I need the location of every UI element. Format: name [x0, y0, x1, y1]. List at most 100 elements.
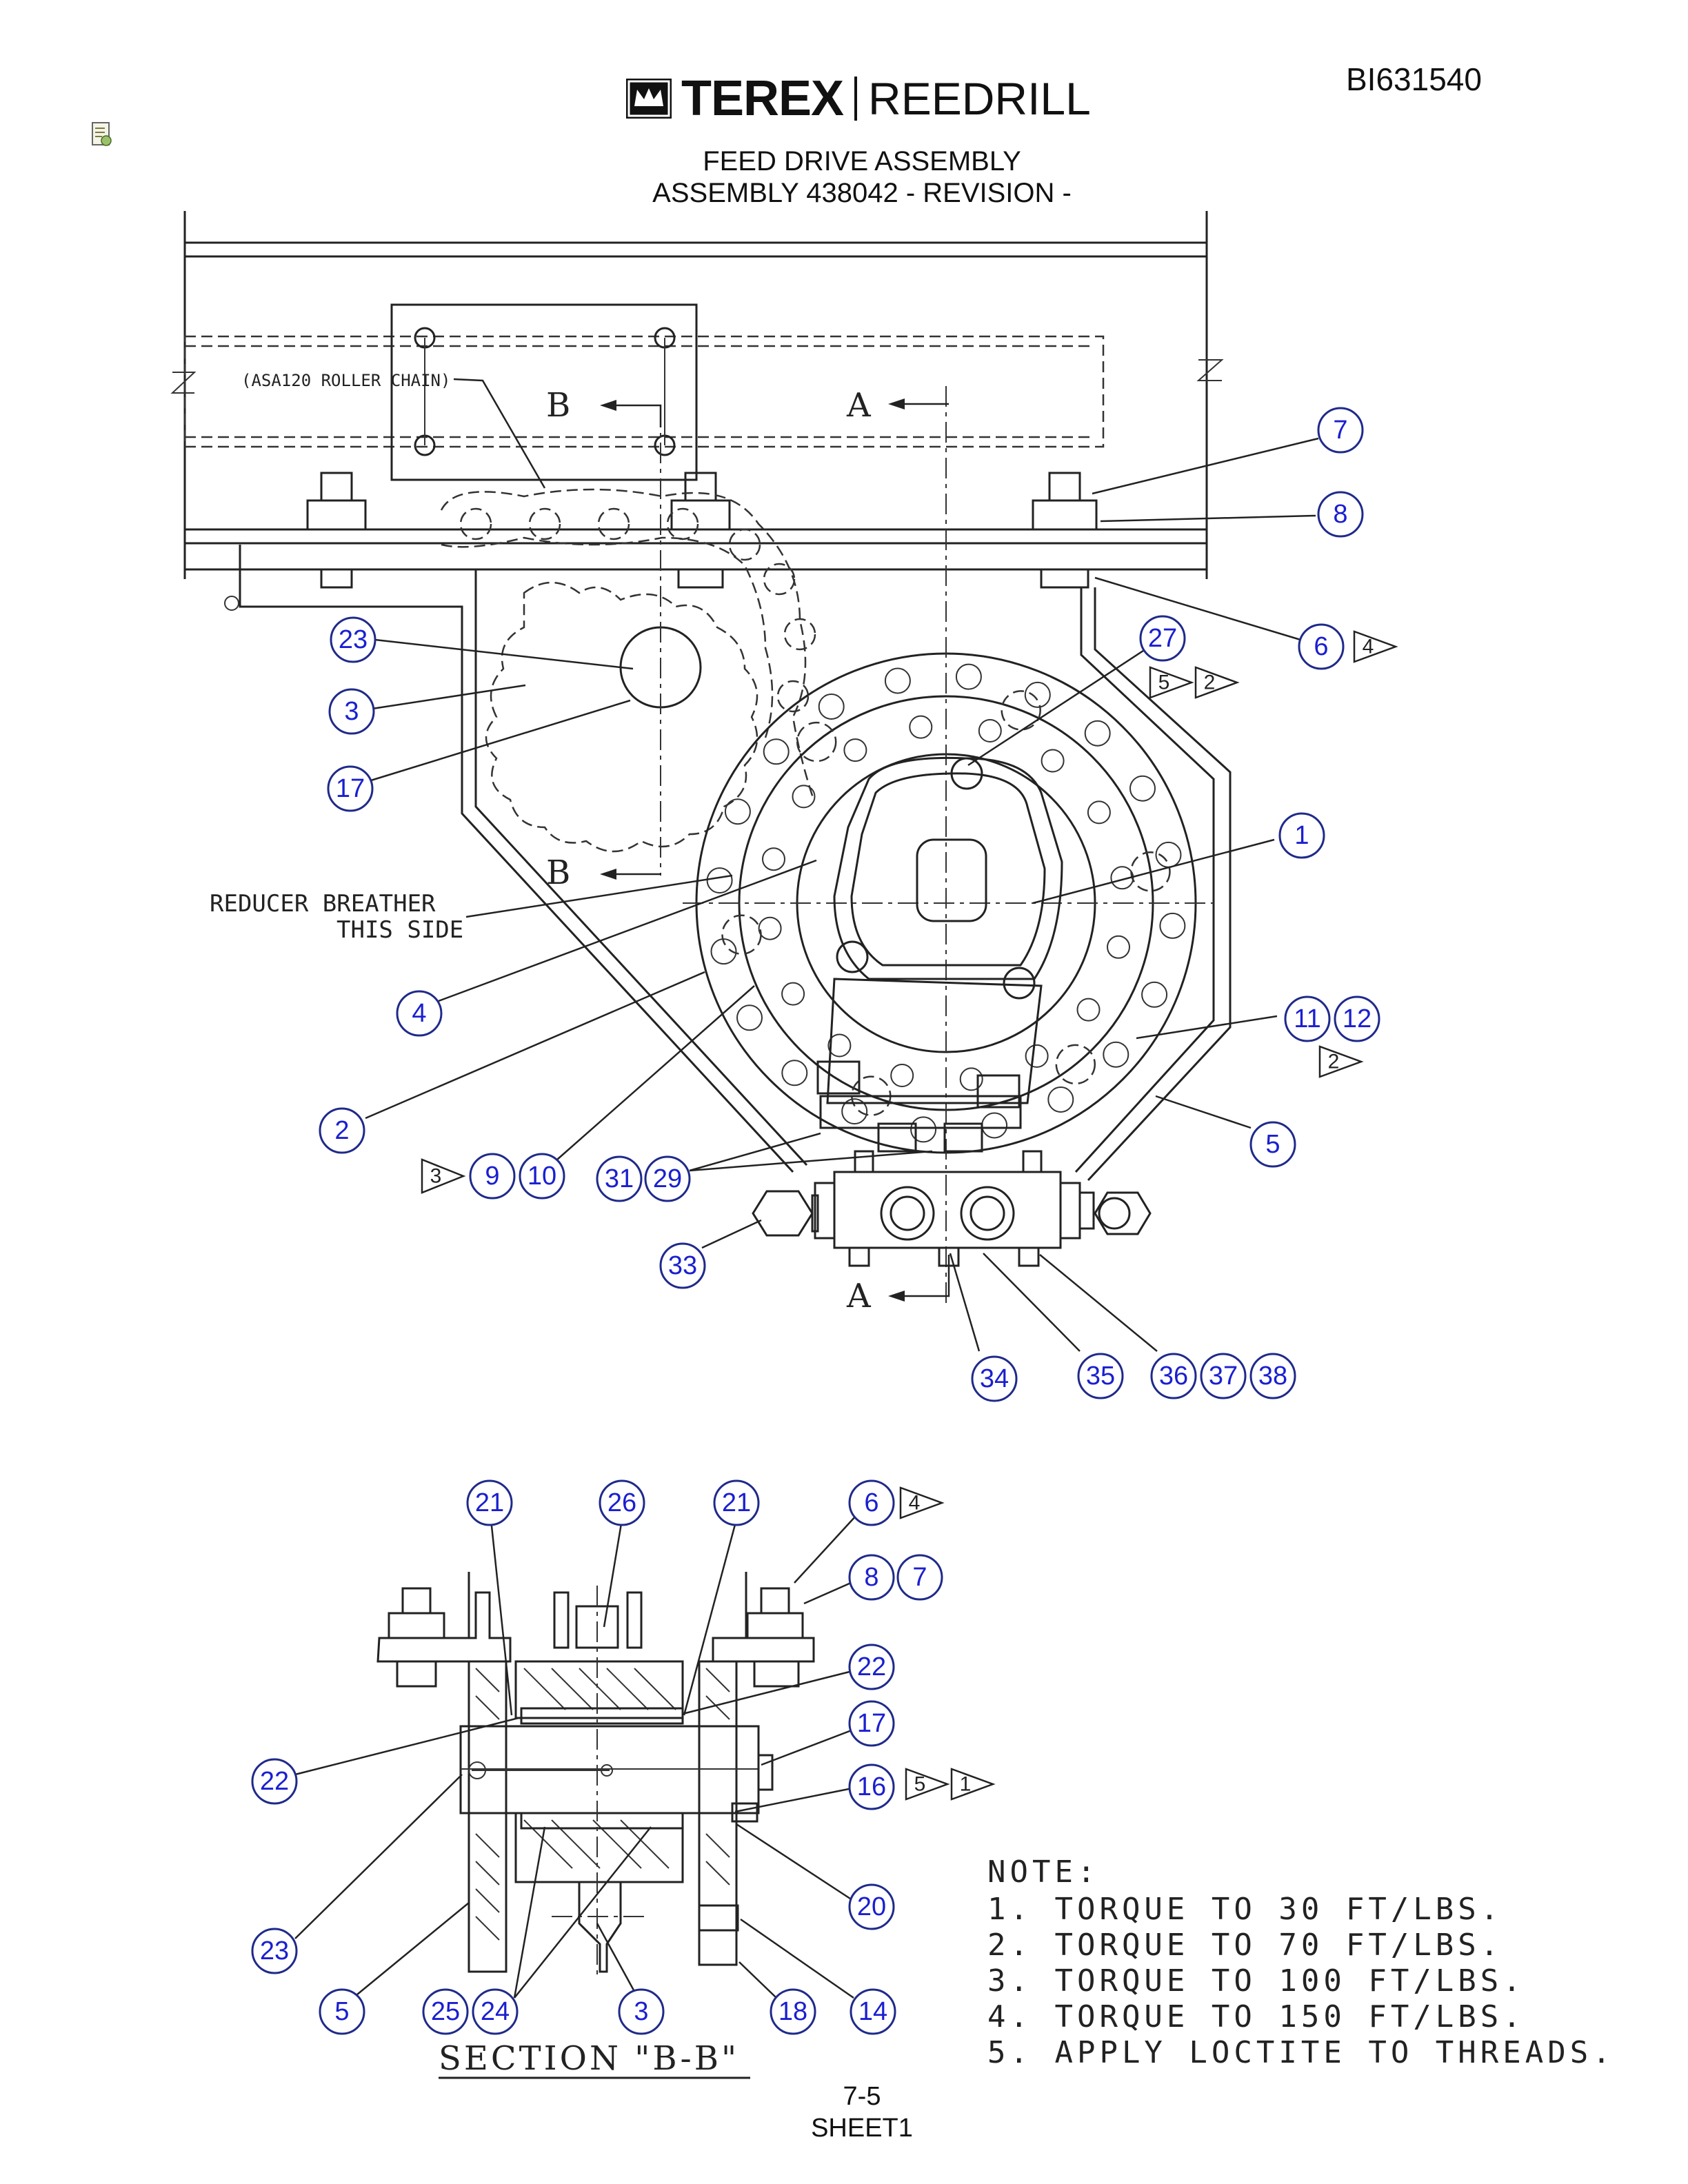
bolt-hole — [1130, 851, 1171, 892]
bolt-hole — [1110, 866, 1134, 890]
item-balloon[interactable]: 3 — [328, 688, 375, 735]
svg-text:4: 4 — [412, 999, 426, 1028]
item-balloon[interactable]: 27 — [1139, 615, 1186, 662]
item-balloon[interactable]: 23 — [251, 1928, 298, 1974]
bolt-hole — [796, 721, 837, 762]
item-balloon[interactable]: 6 — [848, 1479, 895, 1526]
sheet-label: SHEET1 — [811, 2114, 913, 2143]
item-balloon[interactable]: 34 — [971, 1355, 1018, 1402]
svg-text:26: 26 — [607, 1488, 636, 1517]
bolt-hole — [758, 916, 782, 940]
item-balloon[interactable]: 25 — [422, 1988, 469, 2035]
item-balloon[interactable]: 12 — [1334, 995, 1380, 1042]
svg-text:9: 9 — [485, 1162, 499, 1191]
item-balloon[interactable]: 8 — [848, 1554, 895, 1601]
svg-text:33: 33 — [668, 1251, 697, 1280]
item-balloon[interactable]: 5 — [319, 1988, 365, 2035]
item-balloon[interactable]: 4 — [396, 990, 443, 1037]
svg-text:22: 22 — [857, 1652, 886, 1681]
item-balloon[interactable]: 9 — [469, 1153, 516, 1200]
item-balloon[interactable]: 26 — [599, 1479, 645, 1526]
item-balloon[interactable]: 33 — [659, 1242, 706, 1289]
section-markers — [600, 398, 950, 1302]
item-balloon[interactable]: 2 — [319, 1107, 365, 1154]
motor-bracket — [224, 545, 1232, 1182]
item-balloon[interactable]: 16 — [848, 1763, 895, 1810]
item-balloon[interactable]: 24 — [472, 1988, 519, 2035]
item-balloon[interactable]: 8 — [1317, 491, 1364, 538]
note-flag: 5 — [905, 1768, 950, 1801]
bolt-hole — [1084, 720, 1111, 747]
section-b-b-view — [376, 1572, 815, 1979]
bolt-hole — [736, 1004, 763, 1031]
svg-text:27: 27 — [1148, 624, 1177, 653]
item-balloon[interactable]: 1 — [1278, 812, 1325, 859]
svg-text:23: 23 — [260, 1937, 289, 1965]
svg-text:8: 8 — [1333, 500, 1347, 529]
item-balloon[interactable]: 31 — [596, 1155, 643, 1202]
drawing-title: FEED DRIVE ASSEMBLY — [703, 146, 1021, 176]
item-balloon[interactable]: 7 — [896, 1554, 943, 1601]
note-flag: 5 — [1149, 666, 1194, 699]
item-balloon[interactable]: 18 — [770, 1988, 816, 2035]
section-b-bottom: B — [546, 853, 570, 892]
note-flag: 3 — [421, 1158, 466, 1194]
svg-text:29: 29 — [653, 1164, 682, 1193]
bolt-hole — [890, 1064, 914, 1087]
item-balloon[interactable]: 17 — [848, 1700, 895, 1747]
bolt-hole — [724, 798, 751, 825]
svg-text:2: 2 — [334, 1116, 349, 1145]
item-balloon[interactable]: 22 — [251, 1758, 298, 1805]
item-balloon[interactable]: 10 — [519, 1153, 565, 1200]
item-balloon[interactable]: 21 — [466, 1479, 513, 1526]
item-balloon[interactable]: 11 — [1284, 995, 1331, 1042]
item-balloon[interactable]: 20 — [848, 1883, 895, 1930]
idler-plate — [390, 303, 698, 481]
svg-text:11: 11 — [1294, 1004, 1320, 1033]
svg-text:36: 36 — [1159, 1362, 1188, 1391]
item-balloon[interactable]: 6 — [1298, 623, 1345, 670]
note-item: 4. TORQUE TO 150 FT/LBS. — [987, 1999, 1525, 2034]
valve-manifold — [752, 1171, 1152, 1267]
svg-text:7: 7 — [912, 1563, 927, 1592]
leader-lines-section — [294, 1515, 857, 1999]
assembly-revision: ASSEMBLY 438042 - REVISION - — [652, 178, 1072, 208]
item-balloon[interactable]: 3 — [618, 1988, 665, 2035]
note-flag: 2 — [1318, 1045, 1364, 1078]
item-balloon[interactable]: 38 — [1249, 1353, 1296, 1399]
bolt-hole — [1076, 998, 1101, 1022]
bolt-hole — [1103, 1041, 1129, 1068]
item-balloon[interactable]: 36 — [1150, 1353, 1197, 1399]
svg-text:2: 2 — [1328, 1051, 1340, 1073]
bolt-hole — [781, 1060, 808, 1086]
bolt-hole — [1141, 981, 1168, 1008]
svg-text:25: 25 — [431, 1997, 460, 2026]
item-balloon[interactable]: 35 — [1077, 1353, 1124, 1399]
svg-text:5: 5 — [334, 1997, 349, 2026]
item-balloon[interactable]: 23 — [330, 616, 376, 663]
svg-text:24: 24 — [481, 1997, 510, 2026]
item-balloon[interactable]: 17 — [327, 765, 374, 812]
document-attachment-icon[interactable] — [91, 121, 113, 148]
note-item: 3. TORQUE TO 100 FT/LBS. — [987, 1963, 1525, 1999]
item-balloon[interactable]: 7 — [1317, 407, 1364, 454]
section-a-bottom: A — [846, 1277, 872, 1315]
svg-text:34: 34 — [980, 1364, 1009, 1393]
bolt-hole — [1041, 749, 1065, 773]
breather-note-line2: THIS SIDE — [336, 916, 463, 944]
item-balloon[interactable]: 37 — [1200, 1353, 1247, 1399]
svg-text:6: 6 — [1314, 632, 1328, 661]
chain-note: (ASA120 ROLLER CHAIN) — [241, 371, 450, 390]
bolt-hole — [818, 694, 845, 720]
item-balloon[interactable]: 14 — [850, 1988, 896, 2035]
item-balloon[interactable]: 5 — [1249, 1121, 1296, 1168]
item-balloon[interactable]: 29 — [644, 1155, 691, 1202]
note-item: 5. APPLY LOCTITE TO THREADS. — [987, 2035, 1615, 2070]
note-item: 1. TORQUE TO 30 FT/LBS. — [987, 1892, 1503, 1927]
bolt-hole — [955, 663, 982, 690]
item-balloon[interactable]: 22 — [848, 1644, 895, 1690]
bolt-hole — [1129, 775, 1156, 802]
bolt-hole — [1159, 912, 1186, 939]
item-balloon[interactable]: 21 — [713, 1479, 760, 1526]
